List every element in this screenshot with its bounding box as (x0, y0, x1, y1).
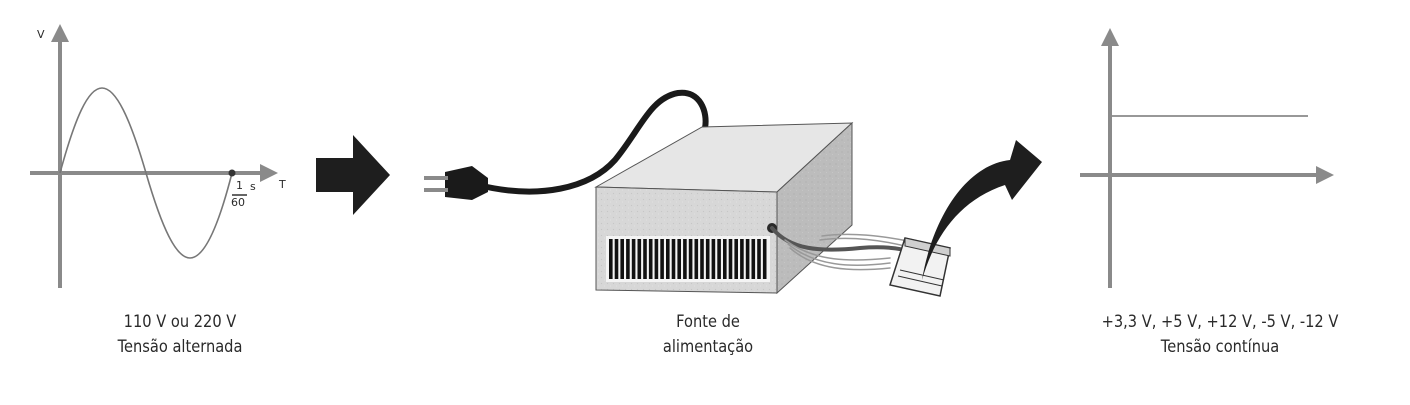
vent-slot (637, 239, 642, 279)
vent-slot (700, 239, 704, 279)
vent-slot (648, 239, 653, 279)
power-supply-illustration (424, 89, 951, 297)
vent-background (606, 236, 770, 282)
vent-slot (626, 239, 630, 279)
vent-slot (694, 239, 699, 279)
ac-caption: 110 V ou 220 V Tensão alternada (77, 310, 283, 360)
curved-arrow (922, 140, 1042, 280)
ac-x-axis-arrowhead (260, 164, 278, 182)
vent-slot (723, 239, 727, 279)
psu-caption: Fonte de alimentação (622, 310, 794, 360)
dc-x-axis-arrowhead (1316, 166, 1334, 184)
plug-icon (424, 166, 488, 200)
vent-slot (683, 239, 687, 279)
dc-voltage-graph (1080, 28, 1334, 288)
vent-slot (717, 239, 721, 279)
ac-y-axis-label: V (37, 28, 45, 41)
psu-caption-line1: Fonte de (676, 312, 740, 332)
vent-slot (614, 239, 619, 279)
vent-slot (757, 239, 761, 279)
ac-caption-voltage: 110 V ou 220 V (123, 312, 237, 332)
dc-caption-type: Tensão contínua (1160, 337, 1280, 357)
period-numerator: 1 (236, 179, 243, 192)
ac-voltage-graph (30, 24, 278, 288)
vent-slot (705, 239, 710, 279)
vent-slot (660, 239, 664, 279)
period-marker (228, 169, 236, 177)
vent-slot (751, 239, 756, 279)
vent-slot (643, 239, 647, 279)
ac-caption-type: Tensão alternada (117, 337, 243, 357)
ac-x-axis-label: T (279, 178, 286, 191)
power-cord (475, 89, 709, 195)
dc-caption: +3,3 V, +5 V, +12 V, -5 V, -12 V Tensão … (1074, 310, 1366, 360)
vent-slot (734, 239, 738, 279)
vent-slot (677, 239, 681, 279)
ac-sine-wave (59, 87, 233, 259)
vent-slot (688, 239, 693, 279)
vent-slot (609, 239, 613, 279)
big-right-arrow (316, 135, 390, 215)
vent-slot (671, 239, 676, 279)
output-cable-bundle (770, 226, 914, 271)
vent-slot (740, 239, 744, 279)
psu-caption-line2: alimentação (662, 337, 754, 357)
dc-caption-voltages: +3,3 V, +5 V, +12 V, -5 V, -12 V (1101, 312, 1339, 332)
period-denominator: 60 (231, 196, 245, 209)
vent-slot (666, 239, 670, 279)
output-connector (889, 237, 951, 297)
period-unit: s (250, 180, 256, 193)
vent-slot (631, 239, 636, 279)
ac-y-axis-arrowhead (51, 24, 69, 42)
vent-slot (728, 239, 733, 279)
vent-slot (620, 239, 624, 279)
dc-y-axis-arrowhead (1101, 28, 1119, 46)
vent-slot (711, 239, 716, 279)
vent-slot (745, 239, 750, 279)
vent-slot (654, 239, 659, 279)
vent-grille (606, 236, 770, 282)
vent-slot (762, 239, 767, 279)
